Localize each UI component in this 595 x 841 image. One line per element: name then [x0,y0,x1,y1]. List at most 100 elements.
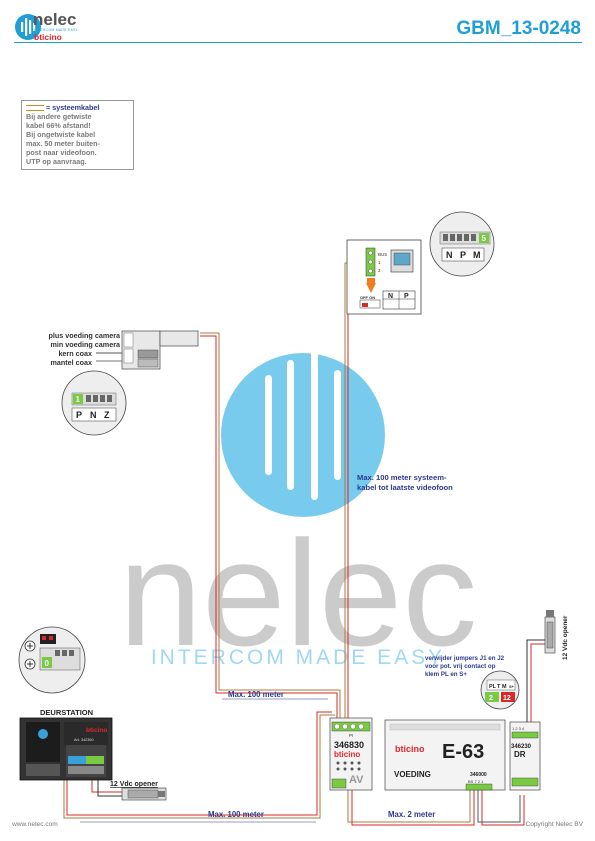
camera-module-terminal [159,330,199,347]
zoom-badge-text: 5 [482,234,487,243]
zoom-badge-text: 0 [45,659,50,668]
door-station: bticino Art. 342360 [19,717,113,781]
interface-pi: PI [349,733,353,738]
wire-door-bus [66,711,332,816]
wire-relay [477,790,521,823]
wire-camera-bus [200,335,338,720]
watermark-bar [334,370,341,480]
jumper-note-line: klem PL en S+ [425,671,467,678]
camera-wire-label: min voeding camera [50,340,120,349]
dip-switch [359,299,381,309]
zoom-label: N [446,250,453,260]
np-label: N [388,293,393,300]
zoom-label: N [90,410,97,420]
legend-line: Bij andere getwiste [26,112,92,121]
jumper-block [40,634,56,644]
brand-tagline: INTERCOM MADE EASY [34,28,79,32]
door-terminal [68,756,86,764]
legend-line: kabel 66% afstand! [26,121,91,130]
sub-brand: bticino [34,32,62,42]
interface-tag: AV [349,774,364,786]
cable-legend: = systeemkabel Bij andere getwiste kabel… [21,100,134,170]
jumper-label: M [502,684,507,690]
zoom-badge-text: 1 [76,395,81,404]
power-supply-body [384,719,506,791]
legend-line: UTP op aanvraag. [26,157,87,166]
zoom-label: M [473,250,481,260]
camera-wire-label: plus voeding camera [48,331,121,340]
camera-lens-icon [38,729,48,739]
power-supply: bticino E-63 VOEDING 346000 BS 7 2 1 [384,719,506,791]
wire-camera-bus [200,332,341,720]
interface-brand: bticino [334,750,360,759]
wire-vertical-opener [530,643,545,722]
wire-power [347,790,471,823]
wire-relay [481,790,525,826]
vertical-opener [544,610,556,654]
vertical-opener-label: 12 Vdc opener [562,615,569,660]
watermark-bar [311,350,318,500]
upper-distance: Max. 100 meter [228,690,284,699]
power-supply-model: E-63 [442,741,484,763]
interface-module: PI 346830 bticino AV [329,717,373,791]
videophone: BUS 1 2 OFF ON N P [346,239,422,315]
jumper-note-line: voor pot. vrij contact op [425,663,496,670]
door-opener [121,787,167,801]
zoom-badge-text: 2 [489,695,493,702]
interface-code: 346830 [334,740,364,750]
power-supply-label: VOEDING [394,770,431,779]
footer-copyright: Copyright Nelec BV [525,821,583,828]
wire-power [351,790,475,826]
relay-tag: DR [514,750,526,759]
door-brand: bticino [86,727,107,734]
power-supply-terminal [465,783,493,791]
footer-website: www.nelec.com [12,821,58,828]
switch-label: OFF ON [360,295,375,300]
short-distance: Max. 2 meter [388,810,435,819]
np-label: P [404,293,409,300]
wire-opener [97,780,122,797]
dip-switch-lever [362,303,368,307]
camera-wire-label: mantel coax [50,358,92,367]
brand-logo [14,12,124,42]
system-note-line: Max. 100 meter systeem- [357,473,447,482]
power-supply-terminals: BS 7 2 1 [468,779,484,784]
jumper-label: T [497,684,501,690]
system-cable-sample [26,105,44,112]
watermark-tagline: INTERCOM MADE EASY [151,646,445,669]
power-supply-code: 346000 [470,772,487,778]
watermark-bar [265,375,272,475]
zoom-badge [42,657,52,668]
watermark-circle [221,353,385,517]
jumper-label: S+ [509,684,515,689]
zoom-badge [73,394,83,404]
zoom-badge [485,692,499,702]
terminal-label: 2 [378,268,381,273]
monitor-screen [393,252,411,266]
watermark-bar [287,360,294,490]
arrow-down-icon [366,283,376,293]
brand-logo-icon [15,14,41,40]
power-supply-brand: bticino [395,744,425,754]
legend-title: = systeemkabel [46,103,100,112]
camera-wire-label: kern coax [58,349,92,358]
document-id: GBM_13-0248 [456,18,581,39]
relay-terminal [511,731,539,739]
distance-markers [80,698,328,823]
wire-vertical-opener [526,639,545,722]
door-station-zoom: 0 [18,626,86,694]
zoom-label: P [76,410,82,420]
door-terminal [86,756,104,764]
legend-line: max. 50 meter buiten- [26,139,100,148]
interface-terminal [331,778,347,789]
legend-line: Bij ongetwiste kabel [26,130,96,139]
relay-code: 346230 [511,744,532,750]
brand-name: nelec [33,10,77,29]
door-station-title: DEURSTATION [40,708,93,717]
zoom-label: P [460,250,466,260]
door-opener-label: 12 Vdc opener [110,781,158,788]
camera-module [121,330,199,370]
jumper-zoom: PL T M S+ 2 12 [480,670,520,710]
watermark-text: nelec [119,509,478,677]
